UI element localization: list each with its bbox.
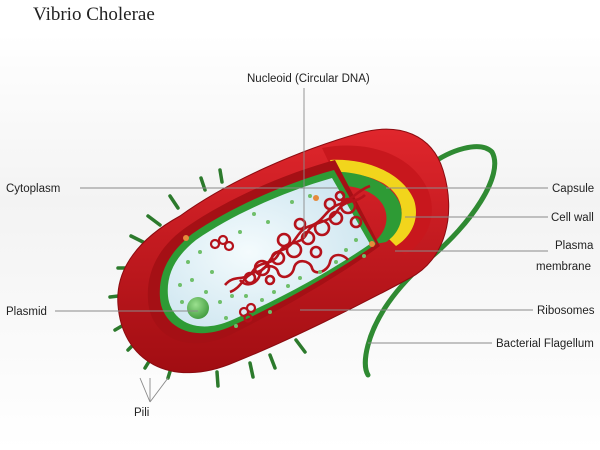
- leader-lines: [55, 88, 548, 403]
- label-capsule: Capsule: [552, 183, 594, 195]
- label-plasmid: Plasmid: [6, 306, 47, 318]
- label-pili: Pili: [134, 407, 149, 419]
- plasma-membrane-layer: [328, 171, 402, 245]
- plasmid-red: [209, 234, 257, 323]
- label-plasma-line1: Plasma: [555, 240, 594, 252]
- label-plasma-line2: membrane: [536, 261, 591, 273]
- diagram-title: Vibrio Cholerae: [33, 4, 155, 25]
- cytoplasm: [167, 178, 370, 327]
- label-nucleoid: Nucleoid (Circular DNA): [247, 73, 370, 85]
- ribosomes: [178, 194, 366, 328]
- plasmid-sphere: [187, 297, 209, 319]
- label-ribosomes: Ribosomes: [537, 305, 595, 317]
- ribosomes-orange: [183, 195, 375, 247]
- nucleoid-dna: [224, 184, 371, 294]
- label-cell-wall: Cell wall: [551, 212, 594, 224]
- label-flagellum: Bacterial Flagellum: [496, 338, 594, 350]
- cell-wall-layer: [330, 159, 416, 246]
- label-cytoplasm: Cytoplasm: [6, 183, 60, 195]
